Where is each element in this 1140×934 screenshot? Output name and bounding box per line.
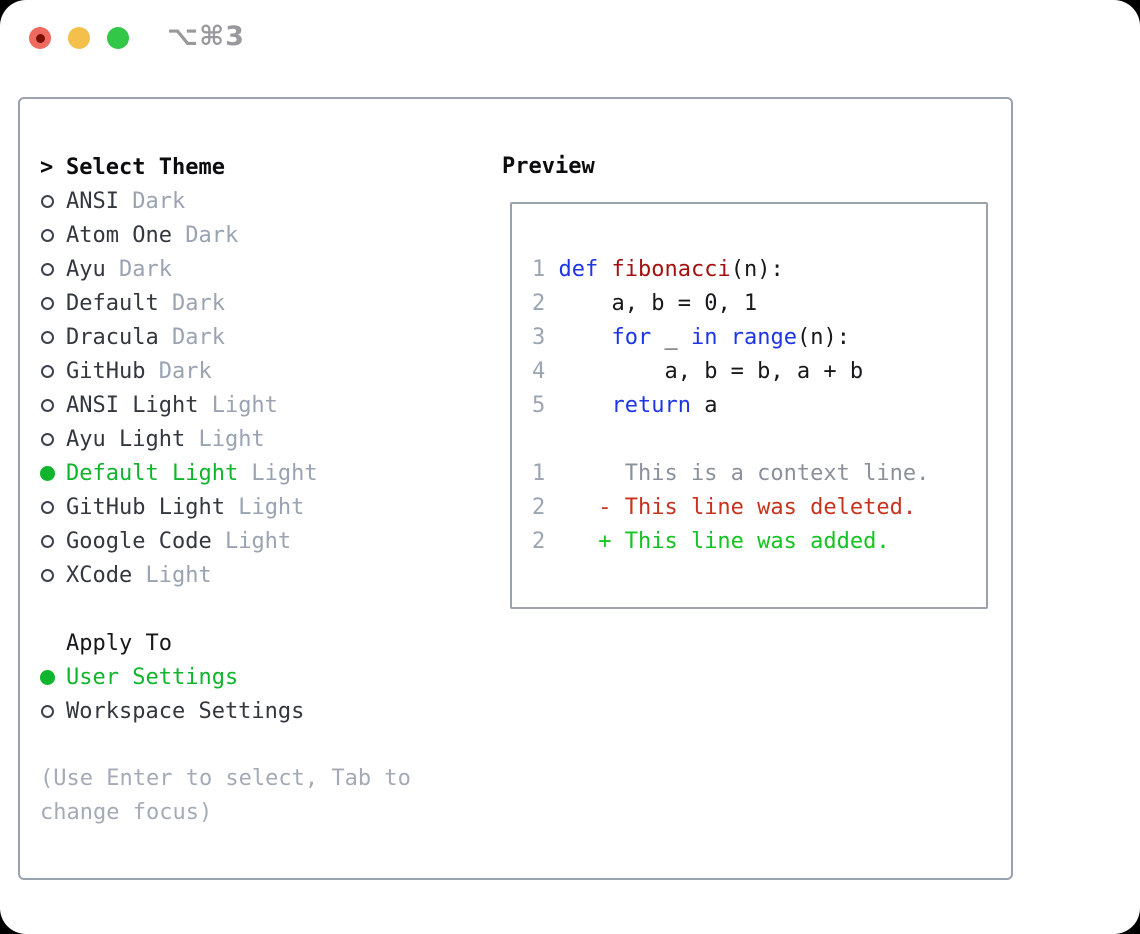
theme-option[interactable]: Ayu Light Light bbox=[40, 422, 411, 456]
preview-code-line: 2 a, b = 0, 1 bbox=[532, 291, 758, 316]
theme-option[interactable]: GitHub Dark bbox=[40, 354, 411, 388]
theme-name: Ayu Light bbox=[66, 426, 186, 452]
theme-name: GitHub bbox=[66, 358, 146, 384]
theme-option[interactable]: ANSI Light Light bbox=[40, 388, 411, 422]
theme-name: Default bbox=[66, 290, 159, 316]
preview-code-line: 1 This is a context line. bbox=[532, 461, 930, 486]
theme-option[interactable]: GitHub Light Light bbox=[40, 490, 411, 524]
radio-unselected-icon bbox=[41, 364, 54, 378]
apply-to-heading: Apply To bbox=[66, 630, 172, 656]
theme-variant-tag: Dark bbox=[158, 324, 225, 350]
keyboard-hint-line-1: (Use Enter to select, Tab to bbox=[40, 766, 411, 791]
theme-name: ANSI Light bbox=[66, 392, 199, 418]
theme-variant-tag: Dark bbox=[145, 358, 212, 384]
close-button[interactable] bbox=[29, 27, 51, 49]
apply-to-option[interactable]: Workspace Settings bbox=[40, 694, 411, 728]
spacer-row bbox=[40, 728, 411, 762]
theme-name: Ayu bbox=[66, 256, 106, 282]
theme-variant-tag: Light bbox=[198, 392, 278, 418]
apply-to-option-label: User Settings bbox=[66, 664, 239, 690]
apply-to-heading-row: Apply To bbox=[40, 626, 411, 660]
preview-code-line: 2 - This line was deleted. bbox=[532, 495, 917, 520]
radio-unselected-icon bbox=[41, 500, 54, 514]
spacer-row bbox=[40, 592, 411, 626]
theme-variant-tag: Light bbox=[185, 426, 265, 452]
radio-unselected-icon bbox=[41, 330, 54, 344]
theme-option[interactable]: XCode Light bbox=[40, 558, 411, 592]
theme-variant-tag: Light bbox=[211, 528, 292, 554]
theme-variant-tag: Dark bbox=[171, 222, 239, 248]
theme-variant-tag: Dark bbox=[158, 290, 225, 316]
theme-variant-tag: Light bbox=[238, 460, 318, 486]
theme-variant-tag: Dark bbox=[105, 256, 172, 282]
radio-unselected-icon bbox=[41, 262, 54, 276]
preview-pane: 1 def fibonacci(n): 2 a, b = 0, 1 3 for _ … bbox=[510, 202, 988, 609]
theme-name: Dracula bbox=[66, 324, 159, 350]
apply-to-option[interactable]: User Settings bbox=[40, 660, 411, 694]
theme-variant-tag: Light bbox=[224, 494, 305, 520]
apply-to-option-label: Workspace Settings bbox=[66, 698, 305, 724]
radio-unselected-icon bbox=[41, 194, 54, 208]
radio-unselected-icon bbox=[41, 704, 54, 718]
preview-heading: Preview bbox=[502, 154, 595, 179]
theme-option[interactable]: Google Code Light bbox=[40, 524, 411, 558]
radio-unselected-icon bbox=[41, 568, 54, 582]
keyboard-hint-line-2: change focus) bbox=[40, 800, 213, 825]
radio-unselected-icon bbox=[41, 534, 54, 548]
preview-code-line: 3 for _ in range(n): bbox=[532, 325, 850, 350]
preview-code-line bbox=[532, 423, 986, 457]
unsaved-changes-dot-icon bbox=[35, 33, 45, 43]
zoom-button[interactable] bbox=[107, 27, 129, 49]
theme-variant-tag: Dark bbox=[118, 188, 186, 214]
radio-unselected-icon bbox=[41, 296, 54, 310]
preview-code-line: 1 def fibonacci(n): bbox=[532, 257, 784, 282]
theme-name: ANSI bbox=[66, 188, 119, 214]
theme-option[interactable]: Default Light Light bbox=[40, 456, 411, 490]
theme-option[interactable]: Dracula Dark bbox=[40, 320, 411, 354]
radio-unselected-icon bbox=[41, 228, 54, 242]
theme-option[interactable]: Ayu Dark bbox=[40, 252, 411, 286]
theme-option[interactable]: Atom One Dark bbox=[40, 218, 411, 252]
theme-name: Default Light bbox=[66, 460, 239, 486]
theme-name: Atom One bbox=[66, 222, 172, 248]
theme-name: XCode bbox=[66, 562, 133, 588]
radio-unselected-icon bbox=[41, 432, 54, 446]
preview-code-line: 2 + This line was added. bbox=[532, 529, 890, 554]
theme-option[interactable]: Default Dark bbox=[40, 286, 411, 320]
radio-selected-icon bbox=[40, 669, 55, 685]
minimize-button[interactable] bbox=[68, 27, 90, 49]
theme-name: Google Code bbox=[66, 528, 212, 554]
radio-selected-icon bbox=[40, 465, 55, 481]
select-theme-heading-row: > Select Theme bbox=[40, 150, 411, 184]
preview-code: 1 def fibonacci(n): 2 a, b = 0, 1 3 for _ … bbox=[532, 253, 986, 559]
theme-variant-tag: Light bbox=[132, 562, 212, 588]
preview-code-line: 4 a, b = b, a + b bbox=[532, 359, 864, 384]
theme-option[interactable]: ANSI Dark bbox=[40, 184, 411, 218]
select-theme-heading: Select Theme bbox=[66, 154, 225, 180]
radio-unselected-icon bbox=[41, 398, 54, 412]
prompt-indicator: > bbox=[40, 154, 54, 180]
theme-name: GitHub Light bbox=[66, 494, 225, 520]
window-title: ⌥⌘3 bbox=[167, 21, 245, 52]
traffic-lights bbox=[29, 27, 129, 49]
preview-code-line: 5 return a bbox=[532, 393, 718, 418]
